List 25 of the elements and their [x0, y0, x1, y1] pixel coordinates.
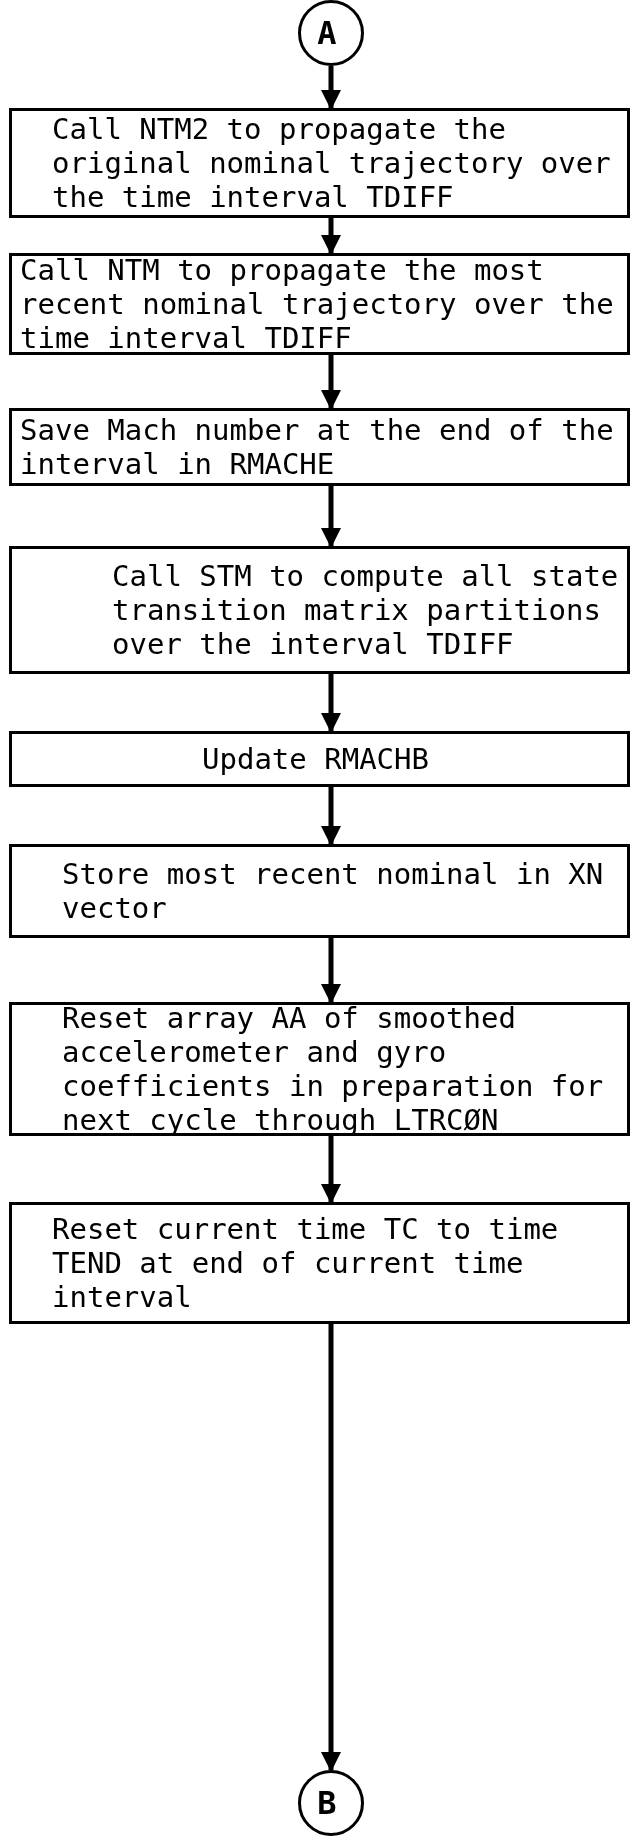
process-box — [9, 408, 630, 486]
arrow — [321, 938, 341, 1004]
connector-letter: A — [317, 17, 337, 49]
arrow — [321, 1136, 341, 1204]
step-text: Call NTM2 to propagate the original nominal trajectory over the time interval TDIFF — [52, 112, 612, 214]
arrow — [321, 674, 341, 733]
arrow — [321, 218, 341, 255]
step-text: Call STM to compute all state transition matrix partitions over the interval TDIFF — [112, 559, 619, 661]
connector-letter: B — [317, 1787, 337, 1819]
step-text: Store most recent nominal in XN vector — [62, 857, 605, 925]
process-box — [9, 731, 630, 787]
process-box — [9, 1202, 630, 1324]
step-text: Update RMACHB — [202, 742, 429, 776]
arrow — [321, 787, 341, 846]
arrow — [321, 1324, 341, 1772]
step-text: Reset current time TC to time TEND at end of current time interval — [52, 1212, 560, 1314]
arrow — [321, 355, 341, 410]
step-text: Call NTM to propagate the most recent nominal trajectory over the time interval TDIFF — [20, 253, 615, 355]
step-text: Reset array AA of smoothed accelerometer and gyro coefficients in preparation for next cycle through LTRCØN — [62, 1001, 605, 1137]
arrow — [321, 486, 341, 548]
process-box — [9, 844, 630, 938]
process-box — [9, 546, 630, 674]
process-box — [9, 108, 630, 218]
step-text: Save Mach number at the end of the interval in RMACHE — [20, 413, 615, 481]
arrow — [321, 66, 341, 110]
